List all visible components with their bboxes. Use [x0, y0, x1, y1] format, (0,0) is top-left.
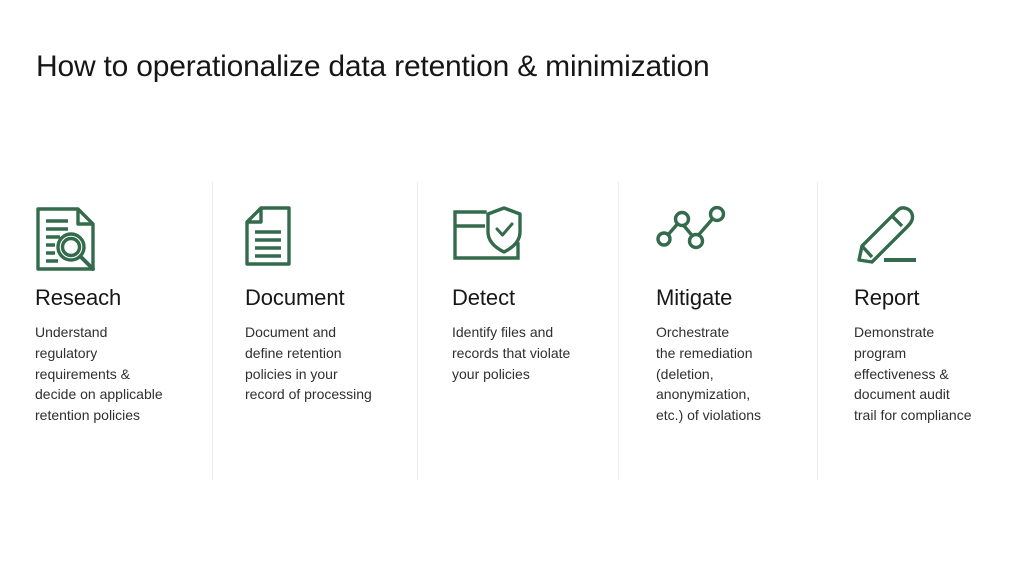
page-title: How to operationalize data retention & m…	[36, 50, 710, 83]
step-description: Demonstrate program effectiveness & docu…	[854, 324, 972, 423]
step-description: Document and define retention policies i…	[245, 324, 372, 403]
step-column-mitigate: Mitigate Orchestrate the remediation (de…	[618, 182, 817, 480]
step-title: Mitigate	[656, 285, 733, 310]
step-column-detect: Detect Identify files and records that v…	[417, 182, 618, 480]
step-description: Identify files and records that violate …	[452, 324, 571, 382]
step-column-document: Document Document and define retention p…	[212, 182, 417, 480]
step-column-report: Report Demonstrate program effectiveness…	[817, 182, 1024, 480]
step-description: Orchestrate the remediation (deletion, a…	[656, 324, 762, 423]
folder-shield-check-icon	[452, 206, 606, 280]
connected-nodes-icon	[656, 206, 805, 280]
step-column-research: Reseach Understand regulatory requiremen…	[0, 182, 212, 480]
step-title: Detect	[452, 285, 515, 310]
step-title: Report	[854, 285, 920, 310]
pencil-icon	[854, 206, 1012, 280]
document-lines-icon	[245, 206, 405, 280]
step-title: Document	[245, 285, 345, 310]
steps-container: Reseach Understand regulatory requiremen…	[0, 182, 1024, 480]
step-title: Reseach	[35, 285, 122, 310]
step-description: Understand regulatory requirements & dec…	[35, 324, 163, 423]
document-search-icon	[35, 206, 200, 280]
